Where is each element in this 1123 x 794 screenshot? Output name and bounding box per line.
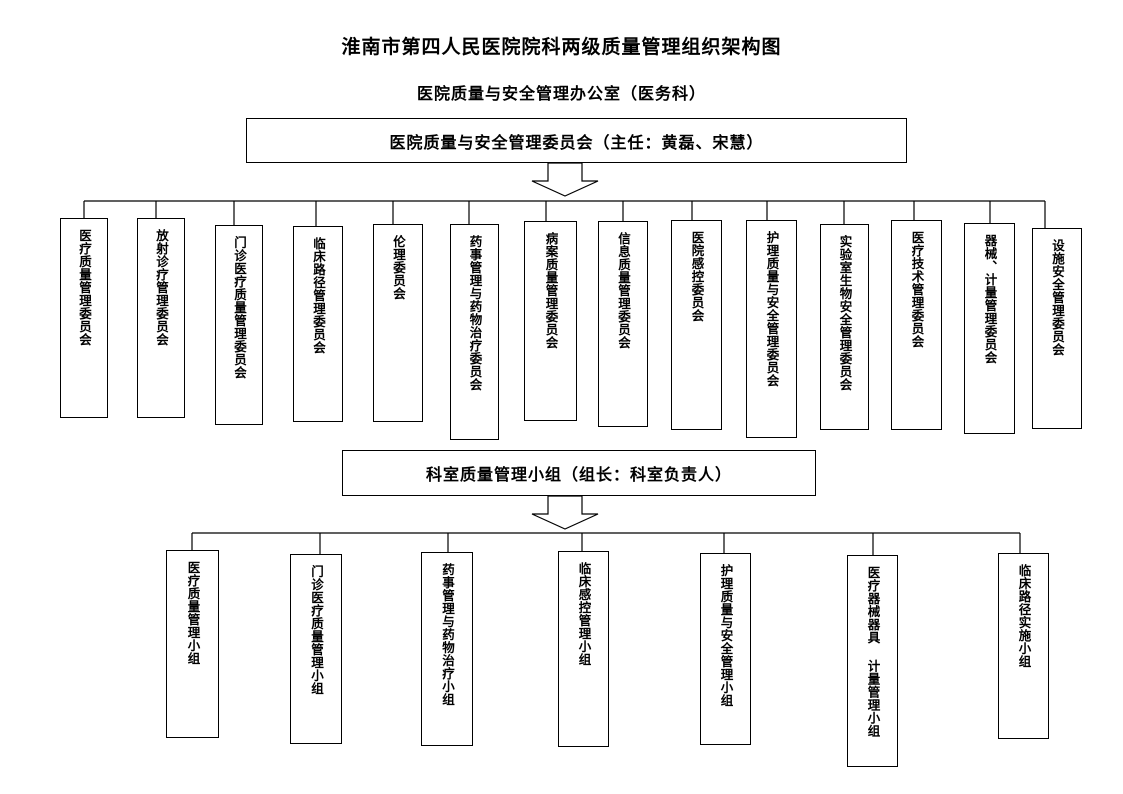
group-box: 临床感控管理小组	[558, 551, 609, 747]
committee-label: 实验室生物安全管理委员会	[837, 235, 853, 391]
arrow-down-icon	[531, 495, 599, 530]
committee-box: 医院感控委员会	[671, 220, 722, 430]
committee-box: 临床路径管理委员会	[293, 226, 343, 422]
committee-label: 器械、计量管理委员会	[982, 234, 998, 364]
committee-box: 护理质量与安全管理委员会	[746, 220, 797, 438]
committee-box: 器械、计量管理委员会	[964, 223, 1015, 434]
committee-label: 放射诊疗管理委员会	[154, 229, 169, 346]
group-label: 临床感控管理小组	[576, 562, 592, 666]
group-label: 医疗器械器具 计量管理小组	[865, 566, 881, 738]
committee-label: 医疗质量管理委员会	[77, 229, 92, 346]
committee-box: 信息质量管理委员会	[598, 221, 648, 427]
committee-box: 病案质量管理委员会	[524, 221, 577, 421]
committee-box: 门诊医疗质量管理委员会	[215, 225, 263, 425]
committee-box: 药事管理与药物治疗委员会	[450, 224, 499, 440]
committee-label: 设施安全管理委员会	[1050, 239, 1065, 356]
quality-committee-box: 医院质量与安全管理委员会（主任：黄磊、宋慧）	[246, 118, 907, 163]
committee-label: 药事管理与药物治疗委员会	[467, 235, 483, 391]
group-box: 门诊医疗质量管理小组	[290, 554, 342, 744]
committee-box: 医疗技术管理委员会	[891, 220, 942, 430]
group-box: 护理质量与安全管理小组	[700, 553, 751, 745]
committee-box: 实验室生物安全管理委员会	[820, 224, 869, 430]
chart-title: 淮南市第四人民医院院科两级质量管理组织架构图	[341, 36, 782, 58]
group-label: 临床路径实施小组	[1016, 564, 1032, 668]
group-label: 医疗质量管理小组	[185, 561, 201, 665]
dept-quality-group-box: 科室质量管理小组（组长：科室负责人）	[342, 450, 816, 496]
group-label: 门诊医疗质量管理小组	[309, 565, 324, 695]
committee-label: 临床路径管理委员会	[311, 237, 326, 354]
quality-office-label: 医院质量与安全管理办公室（医务科）	[416, 84, 706, 103]
committee-label: 医疗技术管理委员会	[909, 231, 925, 348]
committee-label: 医院感控委员会	[689, 231, 705, 322]
committee-label: 伦理委员会	[391, 235, 406, 300]
group-label: 护理质量与安全管理小组	[718, 564, 734, 707]
committee-box: 医疗质量管理委员会	[60, 218, 108, 418]
arrow-down-icon	[531, 162, 599, 197]
group-box: 临床路径实施小组	[998, 553, 1049, 739]
committee-box: 设施安全管理委员会	[1032, 228, 1082, 429]
committee-label: 信息质量管理委员会	[616, 232, 631, 349]
group-box: 医疗器械器具 计量管理小组	[847, 555, 898, 767]
committee-box: 伦理委员会	[373, 224, 423, 422]
committee-label: 护理质量与安全管理委员会	[764, 231, 780, 387]
committee-label: 门诊医疗质量管理委员会	[232, 236, 247, 379]
committee-label: 病案质量管理委员会	[543, 232, 559, 349]
group-box: 药事管理与药物治疗小组	[421, 552, 473, 746]
group-label: 药事管理与药物治疗小组	[440, 563, 455, 706]
group-box: 医疗质量管理小组	[166, 550, 219, 738]
committee-box: 放射诊疗管理委员会	[137, 218, 185, 418]
